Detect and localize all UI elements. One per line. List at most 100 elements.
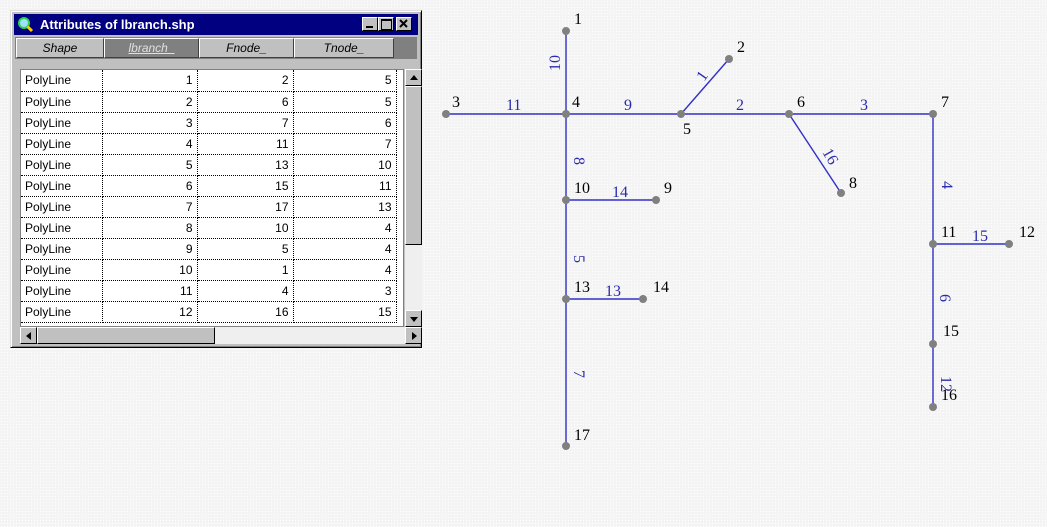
branch-line-16[interactable] — [788, 113, 842, 194]
horizontal-scroll-thumb[interactable] — [37, 327, 215, 344]
table-cell[interactable]: PolyLine — [21, 175, 103, 197]
table-cell[interactable]: 3 — [102, 112, 198, 134]
column-header-tnode[interactable]: Tnode_ — [294, 38, 394, 58]
vertical-scroll-thumb[interactable] — [405, 86, 422, 245]
node-point-2[interactable] — [725, 55, 733, 63]
table-cell[interactable]: PolyLine — [21, 259, 103, 281]
title-bar[interactable]: Attributes of lbranch.shp — [14, 14, 418, 35]
table-cell[interactable]: 6 — [102, 175, 198, 197]
column-header-shape[interactable]: Shape — [16, 38, 104, 58]
node-point-1[interactable] — [562, 27, 570, 35]
table-cell[interactable]: PolyLine — [21, 154, 103, 176]
table-cell[interactable]: 11 — [102, 280, 198, 302]
attributes-window[interactable]: Attributes of lbranch.shp Shape lbranch_… — [10, 10, 422, 348]
table-cell[interactable]: PolyLine — [21, 112, 103, 134]
node-point-14[interactable] — [639, 295, 647, 303]
table-cell[interactable]: 6 — [293, 112, 397, 134]
node-point-17[interactable] — [562, 442, 570, 450]
column-header-fnode[interactable]: Fnode_ — [199, 38, 294, 58]
table-cell[interactable]: 9 — [102, 238, 198, 260]
table-cell[interactable]: 10 — [102, 259, 198, 281]
table-cell[interactable]: PolyLine — [21, 301, 103, 323]
table-cell[interactable]: 5 — [102, 154, 198, 176]
table-cell[interactable]: 16 — [197, 301, 294, 323]
node-point-13[interactable] — [562, 295, 570, 303]
node-label: 12 — [1019, 224, 1035, 241]
table-cell[interactable]: 4 — [293, 217, 397, 239]
node-point-8[interactable] — [837, 189, 845, 197]
table-cell[interactable]: PolyLine — [21, 217, 103, 239]
table-cell[interactable]: 3 — [293, 280, 397, 302]
table-cell[interactable]: 15 — [197, 175, 294, 197]
table-cell[interactable]: 4 — [293, 259, 397, 281]
node-point-10[interactable] — [562, 196, 570, 204]
table-cell[interactable]: PolyLine — [21, 280, 103, 302]
table-cell[interactable]: 4 — [293, 238, 397, 260]
table-cell[interactable]: PolyLine — [21, 70, 103, 92]
table-cell[interactable]: 11 — [293, 175, 397, 197]
table-cell[interactable]: 2 — [197, 70, 294, 92]
node-point-4[interactable] — [562, 110, 570, 118]
table-cell[interactable]: 6 — [197, 91, 294, 113]
scroll-up-button[interactable] — [405, 69, 422, 86]
node-point-16[interactable] — [929, 403, 937, 411]
table-cell[interactable]: PolyLine — [21, 196, 103, 218]
table-cell[interactable]: 1 — [102, 70, 198, 92]
table-cell[interactable]: 5 — [197, 238, 294, 260]
table-cell[interactable]: PolyLine — [21, 91, 103, 113]
table-cell[interactable]: 17 — [197, 196, 294, 218]
node-point-5[interactable] — [677, 110, 685, 118]
scroll-right-button[interactable] — [405, 327, 422, 344]
node-point-3[interactable] — [442, 110, 450, 118]
node-point-9[interactable] — [652, 196, 660, 204]
node-point-11[interactable] — [929, 240, 937, 248]
table-cell[interactable]: PolyLine — [21, 238, 103, 260]
table-cell[interactable]: PolyLine — [21, 133, 103, 155]
table-cell[interactable]: 1 — [197, 259, 294, 281]
arrow-left-icon — [26, 332, 31, 340]
column-header-lbranch[interactable]: lbranch_ — [104, 38, 199, 58]
table-cell[interactable]: 13 — [293, 196, 397, 218]
table-cell[interactable]: 10 — [197, 217, 294, 239]
node-point-7[interactable] — [929, 110, 937, 118]
scroll-left-button[interactable] — [20, 327, 37, 344]
node-point-6[interactable] — [785, 110, 793, 118]
table-cell[interactable]: 12 — [102, 301, 198, 323]
table-cell[interactable]: 5 — [293, 70, 397, 92]
table-cell[interactable]: 2 — [102, 91, 198, 113]
table-cell[interactable]: 4 — [197, 280, 294, 302]
branch-line-1[interactable] — [680, 58, 730, 115]
table-cell[interactable]: 4 — [102, 133, 198, 155]
node-point-12[interactable] — [1005, 240, 1013, 248]
horizontal-scrollbar[interactable] — [20, 327, 422, 344]
minimize-button[interactable] — [362, 17, 378, 31]
table-cell[interactable]: 15 — [293, 301, 397, 323]
maximize-button[interactable] — [378, 17, 394, 31]
scroll-down-button[interactable] — [405, 310, 422, 327]
table-cell[interactable]: 13 — [197, 154, 294, 176]
table-cell[interactable]: 7 — [197, 112, 294, 134]
node-point-15[interactable] — [929, 340, 937, 348]
table-cell[interactable]: 8 — [102, 217, 198, 239]
vertical-scrollbar[interactable] — [405, 69, 422, 327]
table-cell[interactable]: 7 — [102, 196, 198, 218]
table-cell[interactable]: 11 — [197, 133, 294, 155]
table-cell[interactable]: 5 — [293, 91, 397, 113]
table-cell[interactable]: 7 — [293, 133, 397, 155]
close-button[interactable] — [396, 17, 412, 31]
table-cell[interactable]: 10 — [293, 154, 397, 176]
